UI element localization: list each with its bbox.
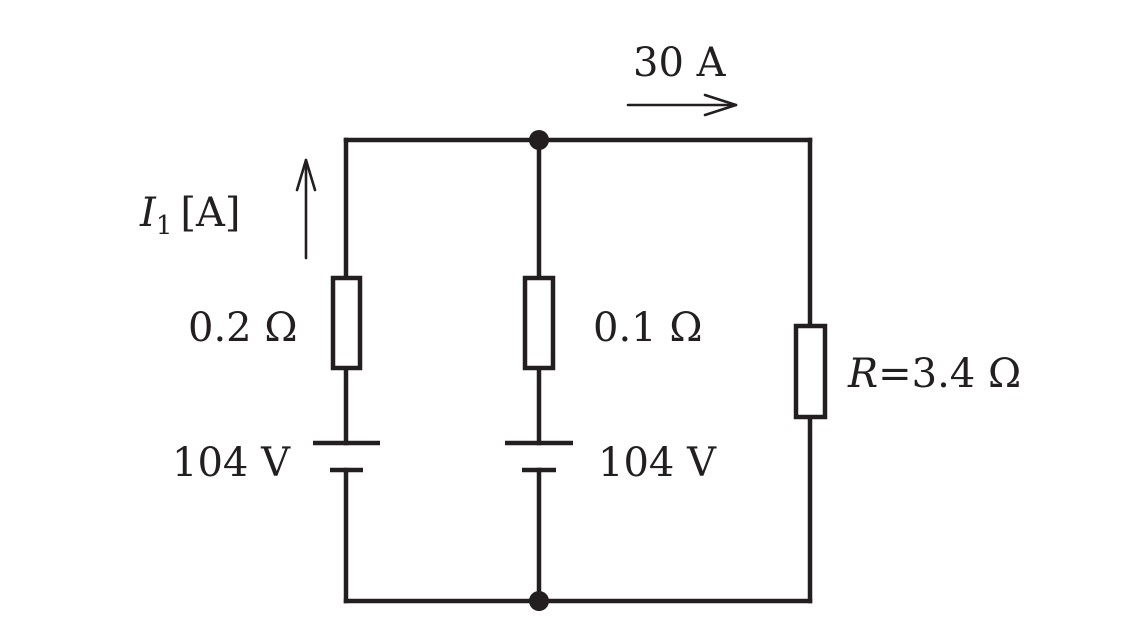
current-top-label: 30 A — [633, 40, 727, 86]
middle-resistor — [522, 275, 556, 371]
current-i1-label: I1[A] — [139, 190, 240, 241]
left-battery — [313, 440, 380, 473]
current-arrow-right — [626, 93, 738, 117]
right-resistor — [793, 323, 828, 420]
current-arrow-up — [295, 158, 317, 260]
right-resistor-label: R=3.4 Ω — [847, 351, 1021, 397]
right-resistor-value: =3.4 Ω — [878, 351, 1021, 397]
middle-resistor-label: 0.1 Ω — [593, 305, 703, 351]
middle-battery-label: 104 V — [598, 440, 717, 486]
left-resistor-label: 0.2 Ω — [188, 305, 298, 351]
top-junction-node — [529, 130, 549, 150]
left-battery-label: 104 V — [172, 440, 291, 486]
middle-battery — [505, 440, 573, 473]
right-resistor-symbol: R — [847, 351, 878, 397]
i1-unit: [A] — [180, 190, 240, 236]
i1-symbol: I — [139, 190, 157, 236]
bottom-junction-node — [529, 591, 549, 611]
wires — [343, 137, 813, 604]
left-resistor — [330, 275, 363, 371]
i1-subscript: 1 — [156, 211, 173, 241]
